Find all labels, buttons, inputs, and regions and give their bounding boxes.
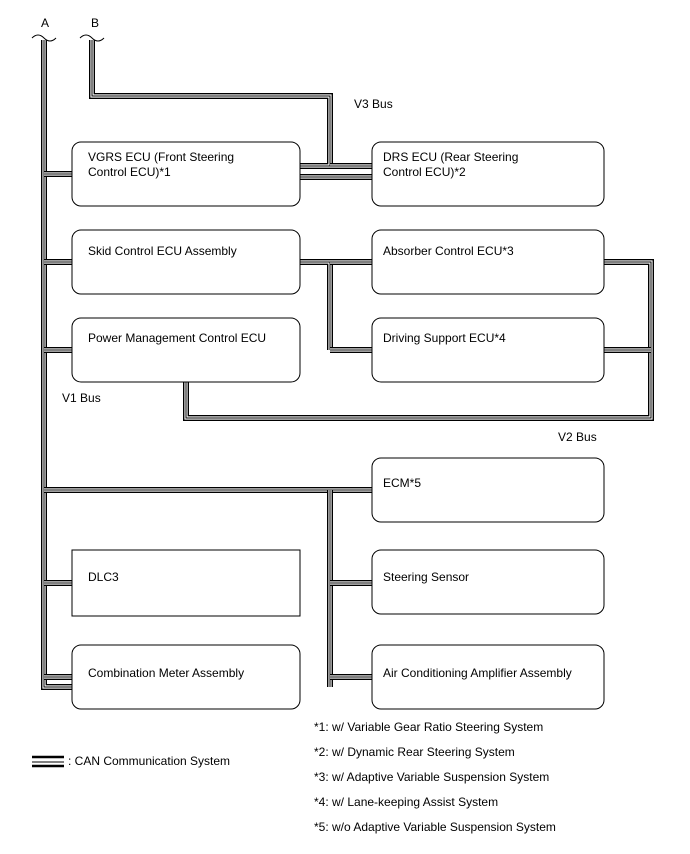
bus-v2-skid	[300, 259, 333, 350]
absorber-control-ecu-box	[371, 229, 605, 295]
connector-a-cut	[31, 34, 57, 42]
vgrs-ecu-label-line1: VGRS ECU (Front Steering	[88, 150, 234, 164]
bus-a-trunk	[43, 40, 72, 688]
footnote-2: *2: w/ Dynamic Rear Steering System	[314, 745, 515, 759]
ecm-box	[371, 457, 605, 523]
connector-b-cut	[79, 34, 105, 42]
ecu-labels: VGRS ECU (Front Steering Control ECU)*1 …	[88, 150, 572, 680]
bus-a-trunk	[42, 40, 72, 689]
bus-a-trunk	[41, 40, 72, 690]
v1-bus-label: V1 Bus	[62, 391, 101, 405]
footnotes: *1: w/ Variable Gear Ratio Steering Syst…	[314, 720, 556, 834]
combination-meter-box	[71, 644, 301, 710]
bus-b-v3	[91, 40, 331, 167]
footnote-4: *4: w/ Lane-keeping Assist System	[314, 795, 498, 809]
dlc3-label: DLC3	[88, 570, 119, 584]
skid-control-ecu-box	[71, 229, 301, 295]
vgrs-ecu-label-line2: Control ECU)*1	[88, 165, 171, 179]
can-line-legend-icon	[32, 755, 64, 768]
steering-sensor-label: Steering Sensor	[383, 570, 469, 584]
v2-bus-label: V2 Bus	[558, 430, 597, 444]
vgrs-ecu-box	[71, 141, 301, 207]
legend: : CAN Communication System	[32, 754, 230, 768]
driving-support-ecu-label: Driving Support ECU*4	[383, 331, 506, 345]
bus-labels: A B V3 Bus V1 Bus V2 Bus	[41, 16, 597, 444]
power-management-ecu-label: Power Management Control ECU	[88, 331, 266, 345]
ecm-label: ECM*5	[383, 476, 421, 490]
drs-ecu-label-line1: DRS ECU (Rear Steering	[383, 150, 518, 164]
footnote-3: *3: w/ Adaptive Variable Suspension Syst…	[314, 770, 549, 784]
absorber-control-ecu-label: Absorber Control ECU*3	[383, 244, 514, 258]
steering-sensor-box	[371, 549, 605, 615]
legend-label: : CAN Communication System	[68, 754, 230, 768]
combination-meter-label: Combination Meter Assembly	[88, 666, 244, 680]
dlc3-box	[71, 549, 301, 617]
drs-ecu-label-line2: Control ECU)*2	[383, 165, 466, 179]
driving-support-ecu-box	[371, 317, 605, 383]
aircon-amplifier-box	[371, 644, 605, 710]
v3-bus-label: V3 Bus	[354, 97, 393, 111]
aircon-amplifier-label: Air Conditioning Amplifier Assembly	[383, 666, 572, 680]
bus-v2-loop	[185, 261, 652, 419]
connector-b-label: B	[91, 16, 99, 30]
footnote-1: *1: w/ Variable Gear Ratio Steering Syst…	[314, 720, 543, 734]
can-bus-lines	[31, 34, 654, 690]
bus-v2-skid	[300, 260, 332, 350]
connector-a-label: A	[41, 16, 49, 30]
skid-control-ecu-label: Skid Control ECU Assembly	[88, 244, 237, 258]
footnote-5: *5: w/o Adaptive Variable Suspension Sys…	[314, 820, 556, 834]
drs-ecu-box	[371, 141, 605, 207]
power-management-ecu-box	[71, 317, 301, 383]
bus-v2-skid	[300, 261, 331, 350]
ecu-boxes	[71, 141, 605, 710]
